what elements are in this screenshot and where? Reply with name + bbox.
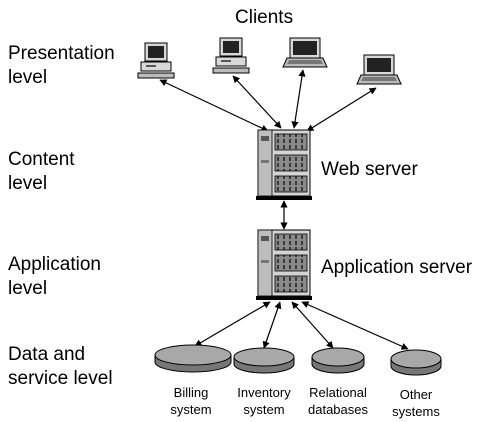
database-label-relational: Relational databases <box>308 385 368 417</box>
desktop-computer-icon <box>212 37 250 74</box>
laptop-computer-icon <box>356 54 402 85</box>
application-level-label: Application level <box>8 254 101 299</box>
database-icon <box>390 349 442 376</box>
desktop-computer-icon <box>137 42 175 79</box>
web-server-label: Web server <box>321 159 418 180</box>
data-service-level-label: Data and service level <box>8 344 113 389</box>
clients-title: Clients <box>235 7 294 28</box>
database-label-inventory: Inventory system <box>237 385 291 417</box>
database-connections <box>194 301 409 350</box>
client-connections <box>159 69 377 132</box>
database-icon <box>154 344 232 373</box>
database-label-other: Other systems <box>392 387 440 419</box>
database-label-billing: Billing system <box>170 385 212 417</box>
presentation-level-label: Presentation level <box>8 43 115 88</box>
application-server-label: Application server <box>321 257 473 278</box>
laptop-computer-icon <box>282 37 328 68</box>
web-server-icon <box>256 129 312 200</box>
application-server-icon <box>256 229 312 300</box>
database-icon <box>311 347 365 374</box>
content-level-label: Content level <box>8 149 75 194</box>
database-icon <box>233 347 295 374</box>
